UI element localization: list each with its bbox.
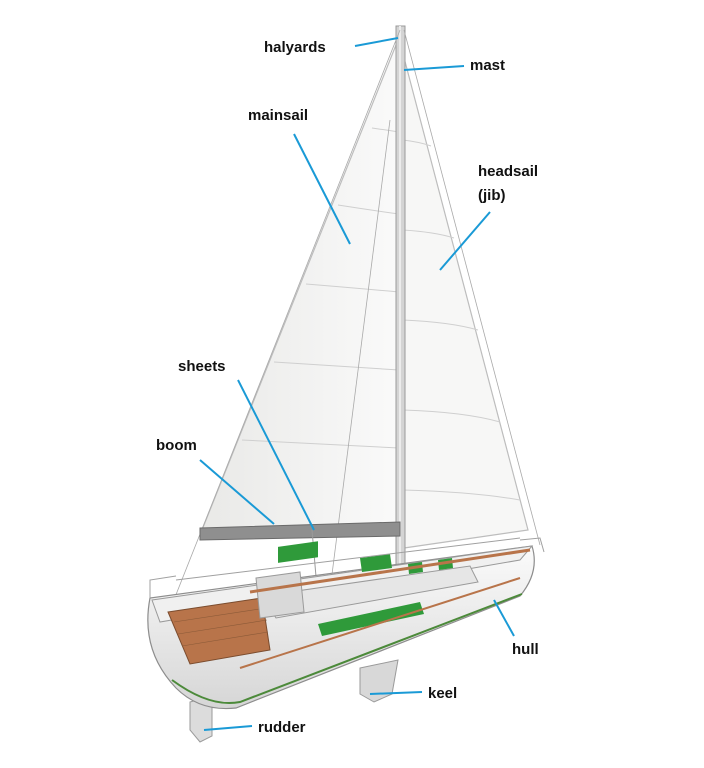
leader-mast [403, 65, 465, 71]
leader-keel [369, 691, 423, 695]
label-boom: boom [156, 437, 197, 454]
leader-boom [199, 459, 275, 525]
label-halyards: halyards [264, 39, 326, 56]
label-mast: mast [470, 57, 505, 74]
rigging-wires [157, 29, 541, 641]
labels: halyards mast mainsail headsail (jib) sh… [156, 39, 539, 736]
label-keel: keel [428, 685, 457, 702]
leader-hull [493, 599, 515, 637]
leader-lines [199, 37, 515, 731]
leader-mainsail [293, 133, 351, 245]
headsail-shape [401, 49, 529, 549]
leader-halyards [354, 37, 399, 47]
label-jib: (jib) [478, 187, 506, 204]
label-rudder: rudder [258, 719, 306, 736]
leader-headsail [439, 211, 491, 271]
label-sheets: sheets [178, 358, 226, 375]
leader-rudder [203, 725, 253, 731]
mast-shape [395, 25, 406, 567]
label-mainsail: mainsail [248, 107, 308, 124]
label-headsail: headsail [478, 163, 538, 180]
leader-sheets [237, 379, 315, 531]
hull-shape [147, 537, 545, 743]
label-hull: hull [512, 641, 539, 658]
